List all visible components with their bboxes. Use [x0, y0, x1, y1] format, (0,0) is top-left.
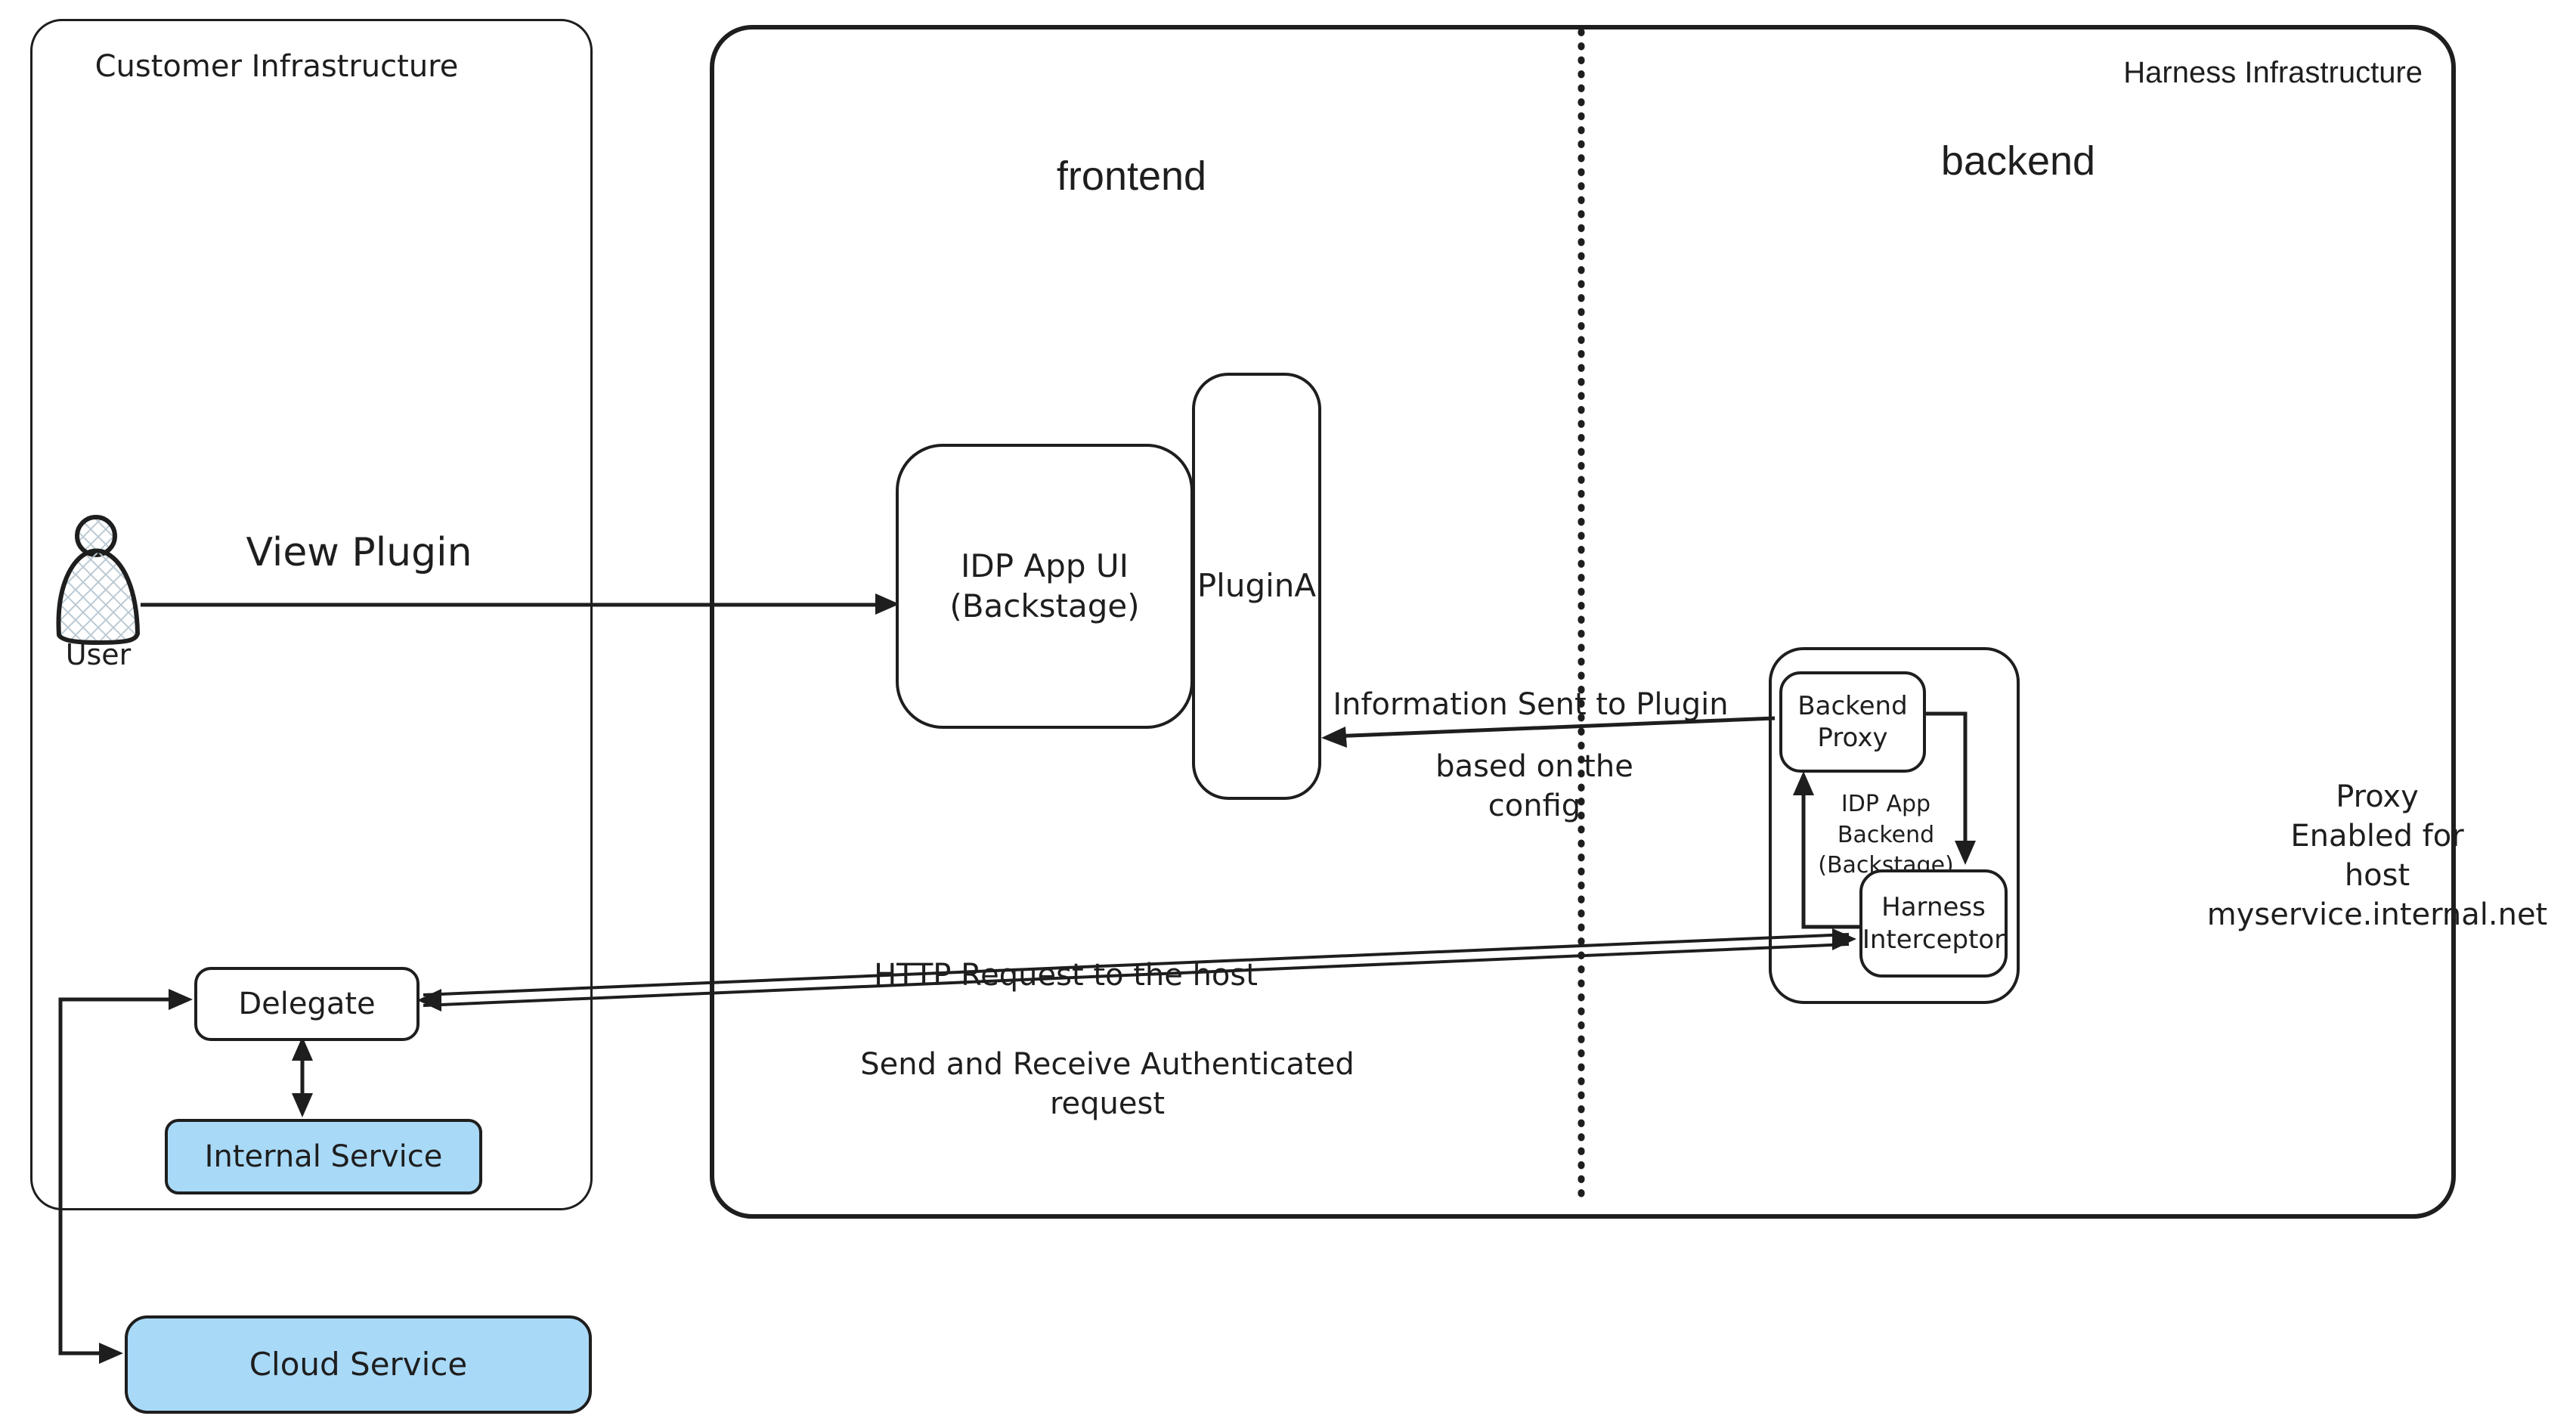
internal-service-label: Internal Service — [204, 1139, 443, 1174]
backend-section-label: backend — [1940, 138, 2096, 184]
node-idp-app-ui[interactable]: IDP App UI (Backstage) — [896, 444, 1194, 729]
node-idp-app-backend[interactable] — [1769, 647, 2020, 1004]
idp-app-ui-label: IDP App UI (Backstage) — [949, 547, 1140, 624]
info-sent-annotation-line2: based on the config — [1435, 749, 1633, 823]
info-sent-arrow — [1331, 716, 1776, 739]
delegate-internal-arrowhead-up — [292, 1036, 313, 1061]
proxy-to-interceptor-arrowhead — [1955, 841, 1976, 865]
send-receive-annotation: Send and Receive Authenticated request — [860, 1047, 1355, 1121]
harness-infrastructure-title: Harness Infrastructure — [2123, 56, 2423, 89]
frontend-section-label: frontend — [1056, 153, 1207, 199]
node-backend-proxy[interactable]: Backend Proxy — [1779, 671, 1926, 773]
http-request-line-2 — [423, 943, 1850, 1007]
http-request-line-1 — [423, 933, 1850, 996]
cloud-arrowhead — [99, 1343, 123, 1364]
node-cloud-service[interactable]: Cloud Service — [125, 1315, 592, 1414]
info-sent-arrowhead — [1321, 727, 1347, 748]
user-icon[interactable] — [56, 515, 140, 645]
harness-interceptor-label: Harness Interceptor — [1862, 892, 2005, 955]
harness-infrastructure-region[interactable] — [710, 25, 2456, 1219]
node-internal-service[interactable]: Internal Service — [165, 1119, 482, 1194]
delegate-cloud-connector — [58, 997, 169, 1356]
user-label: User — [65, 638, 132, 671]
node-plugin-a[interactable]: PluginA — [1192, 373, 1321, 800]
proxy-to-interceptor-arrow — [1918, 711, 1968, 853]
delegate-internal-arrowhead-down — [292, 1093, 313, 1117]
node-delegate[interactable]: Delegate — [194, 967, 420, 1041]
http-request-annotation: HTTP Request to the host — [874, 958, 1258, 993]
view-plugin-annotation: View Plugin — [246, 530, 472, 575]
customer-infrastructure-region[interactable] — [30, 19, 593, 1210]
info-sent-annotation-line1: Information Sent to Plugin — [1333, 687, 1729, 722]
view-plugin-arrowhead — [875, 593, 899, 615]
delegate-arrowhead — [169, 989, 193, 1010]
node-harness-interceptor[interactable]: Harness Interceptor — [1859, 869, 2008, 978]
interceptor-to-proxy-arrowhead — [1793, 771, 1814, 795]
http-arrowhead-interceptor — [1832, 928, 1856, 950]
plugin-a-label: PluginA — [1197, 567, 1317, 605]
cloud-service-label: Cloud Service — [249, 1345, 468, 1383]
interceptor-to-proxy-arrow — [1801, 783, 1861, 929]
idp-app-backend-label: IDP App Backend (Backstage) — [1818, 791, 1954, 878]
proxy-enabled-annotation: Proxy Enabled for host myservice.interna… — [2206, 779, 2548, 932]
http-arrowhead-delegate — [417, 989, 441, 1012]
delegate-label: Delegate — [238, 987, 376, 1021]
customer-infrastructure-title: Customer Infrastructure — [94, 49, 459, 84]
backend-proxy-label: Backend Proxy — [1797, 690, 1908, 754]
